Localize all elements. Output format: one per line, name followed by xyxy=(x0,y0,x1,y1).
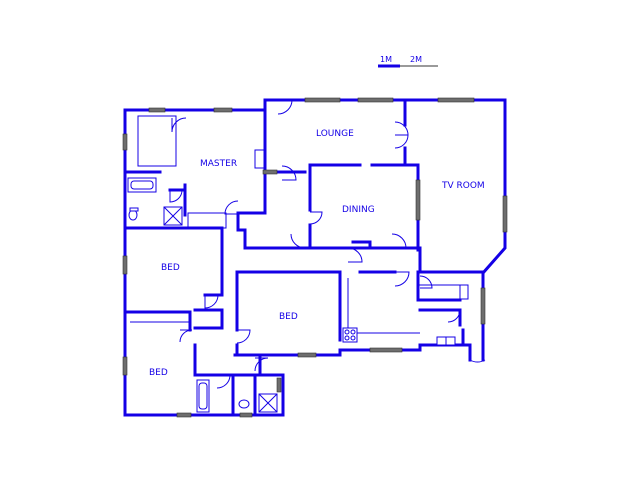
door-bath xyxy=(216,374,231,389)
wall-master-east xyxy=(236,98,267,215)
walls xyxy=(123,98,507,417)
scullery-counter xyxy=(417,284,461,301)
wall-dining-south xyxy=(236,211,422,250)
door-lounge-north xyxy=(277,99,293,115)
door-back xyxy=(469,345,486,363)
window-bed-south-west xyxy=(122,356,128,376)
room-label-bed-west: BED xyxy=(161,263,180,273)
stove-plate-3 xyxy=(344,335,350,341)
door-dining-west xyxy=(309,211,323,225)
kitchen-stove xyxy=(342,327,358,343)
master-cupboard xyxy=(137,115,177,167)
door-dining-east xyxy=(391,233,407,249)
window-lounge-north-2 xyxy=(357,97,394,103)
door-scullery-north xyxy=(419,275,433,289)
south-bath-tub-inner xyxy=(198,382,208,410)
room-label-bed-south: BED xyxy=(149,368,168,378)
room-label-tv-room: TV ROOM xyxy=(441,181,485,191)
window-kitchen-south xyxy=(369,347,403,353)
window-bed-south-south xyxy=(176,412,192,418)
scullery-unit xyxy=(459,284,469,300)
door-kitchen-passage xyxy=(347,247,363,263)
wall-dining-hatch xyxy=(351,240,372,250)
door-tv-lounge-2 xyxy=(394,134,409,149)
door-scullery xyxy=(447,309,461,323)
doors xyxy=(169,99,486,389)
room-label-lounge: LOUNGE xyxy=(316,129,354,139)
window-tv-north xyxy=(437,97,475,103)
door-bed-centre xyxy=(236,329,251,344)
door-shower xyxy=(254,357,269,372)
door-passage xyxy=(281,165,297,181)
wall-scullery-south xyxy=(418,308,462,327)
door-bed-west xyxy=(204,294,219,309)
window-bed-centre-south xyxy=(297,352,317,358)
wall-tv-south xyxy=(418,248,485,274)
wall-dining-north-right xyxy=(370,163,420,252)
scale-label-1m: 1M xyxy=(380,55,392,64)
outer-wall-north-east xyxy=(123,98,507,362)
door-master xyxy=(224,200,239,215)
stove-plate-4 xyxy=(350,335,356,341)
fixtures xyxy=(127,177,456,413)
window-passage xyxy=(262,169,278,175)
room-labels: LOUNGE MASTER DINING TV ROOM BED BED BED xyxy=(149,129,485,378)
lounge-pillar xyxy=(254,149,266,169)
master-shower-diagonal-2 xyxy=(163,206,183,226)
door-ensuite xyxy=(169,189,183,203)
window-tv-east xyxy=(502,195,508,233)
window-bed-west xyxy=(122,255,128,275)
room-label-dining: DINING xyxy=(342,205,375,215)
master-toilet-cistern xyxy=(129,207,139,212)
window-shower-east xyxy=(276,377,282,393)
room-label-bed-centre: BED xyxy=(279,312,298,322)
door-bath-south xyxy=(179,329,193,343)
window-lounge-north-1 xyxy=(304,97,341,103)
wall-bath-north xyxy=(193,343,285,377)
windows xyxy=(122,97,508,418)
south-shower-diagonal-2 xyxy=(258,393,278,413)
wall-scullery xyxy=(416,270,462,302)
window-bath-south xyxy=(239,412,253,418)
window-master-west xyxy=(122,133,128,151)
window-master-north-1 xyxy=(148,107,166,113)
south-toilet-icon xyxy=(238,399,250,409)
stove-plate-2 xyxy=(350,329,356,335)
scale-bar: 1M 2M xyxy=(378,55,438,68)
master-bath-tub-inner xyxy=(130,180,154,190)
door-master-cupboard xyxy=(171,117,187,133)
door-kitchen xyxy=(394,271,410,287)
window-dining-east xyxy=(415,179,421,221)
outer-wall-south xyxy=(258,343,472,377)
window-scullery-east xyxy=(480,287,486,325)
window-master-north-2 xyxy=(213,107,233,113)
door-dining-south xyxy=(290,233,306,249)
scale-label-2m: 2M xyxy=(410,55,422,64)
master-ensuite-vanity xyxy=(187,212,227,229)
room-label-master: MASTER xyxy=(200,159,237,169)
stove-plate-1 xyxy=(344,329,350,335)
fittings xyxy=(130,115,469,334)
